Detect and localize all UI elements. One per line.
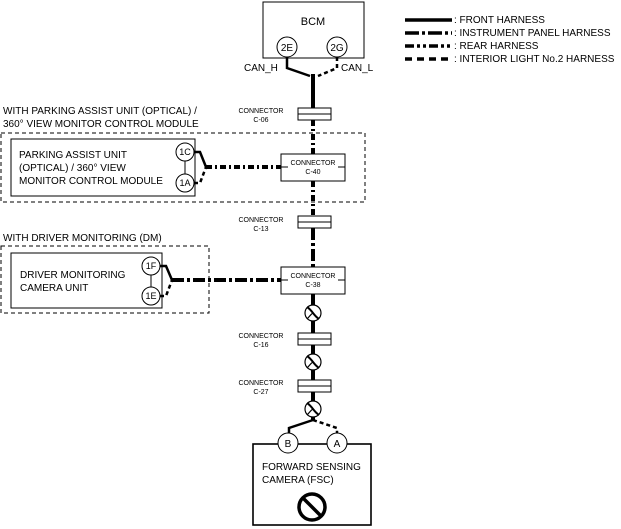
svg-text:CONNECTOR: CONNECTOR [291, 160, 336, 167]
svg-text:CONNECTOR: CONNECTOR [239, 108, 284, 115]
svg-text:C-13: C-13 [253, 226, 268, 233]
forward-sensing-camera: B A FORWARD SENSING CAMERA (FSC) [252, 432, 372, 526]
svg-text:1E: 1E [145, 291, 156, 301]
can-l-label: CAN_L [341, 63, 374, 74]
legend-instrument: : INSTRUMENT PANEL HARNESS [454, 28, 611, 39]
connector-c27: CONNECTOR C-27 [239, 379, 332, 396]
legend-interior: : INTERIOR LIGHT No.2 HARNESS [454, 54, 615, 65]
parking-assist-unit: PARKING ASSIST UNIT (OPTICAL) / 360° VIE… [10, 138, 196, 197]
svg-text:MONITOR CONTROL MODULE: MONITOR CONTROL MODULE [19, 176, 163, 187]
twisted-pair-icon [304, 304, 322, 322]
connector-c16: CONNECTOR C-16 [239, 332, 332, 349]
dm-group-label: WITH DRIVER MONITORING (DM) [3, 233, 162, 244]
svg-text:CONNECTOR: CONNECTOR [239, 217, 284, 224]
connector-c40: CONNECTOR C-40 [280, 153, 346, 182]
svg-text:B: B [285, 439, 292, 450]
svg-text:C-27: C-27 [253, 389, 268, 396]
svg-text:C-06: C-06 [253, 117, 268, 124]
svg-text:2G: 2G [330, 43, 344, 54]
twisted-pair-icon [304, 400, 322, 418]
svg-text:C-38: C-38 [305, 282, 320, 289]
svg-text:2E: 2E [281, 43, 294, 54]
legend: : FRONT HARNESS : INSTRUMENT PANEL HARNE… [405, 15, 615, 65]
svg-text:FORWARD SENSING: FORWARD SENSING [262, 462, 361, 473]
svg-text:C-40: C-40 [305, 169, 320, 176]
svg-text:PARKING ASSIST UNIT: PARKING ASSIST UNIT [19, 150, 127, 161]
svg-text:A: A [334, 439, 341, 450]
can-h-label: CAN_H [244, 63, 278, 74]
svg-text:1C: 1C [179, 147, 191, 157]
legend-front: : FRONT HARNESS [454, 15, 545, 26]
twisted-pair-icon [304, 353, 322, 371]
svg-text:CONNECTOR: CONNECTOR [291, 273, 336, 280]
legend-rear: : REAR HARNESS [454, 41, 539, 52]
connector-c13: CONNECTOR C-13 [239, 215, 332, 233]
bcm-block: BCM 2E 2G [262, 1, 365, 59]
connector-c38: CONNECTOR C-38 [280, 266, 346, 295]
prohibition-icon [297, 492, 327, 522]
parking-group-label-1: WITH PARKING ASSIST UNIT (OPTICAL) / [3, 106, 197, 117]
svg-text:CONNECTOR: CONNECTOR [239, 333, 284, 340]
connector-c06: CONNECTOR C-06 [239, 107, 332, 124]
parking-group-box [0, 132, 366, 203]
driver-monitoring-camera-unit: DRIVER MONITORING CAMERA UNIT 1F 1E [10, 252, 163, 309]
svg-text:1A: 1A [179, 178, 190, 188]
svg-text:(OPTICAL) / 360° VIEW: (OPTICAL) / 360° VIEW [19, 163, 126, 174]
fsc-pin-b [277, 432, 299, 454]
svg-text:CONNECTOR: CONNECTOR [239, 380, 284, 387]
svg-text:DRIVER MONITORING: DRIVER MONITORING [20, 270, 126, 281]
svg-text:1F: 1F [146, 261, 157, 271]
svg-text:C-16: C-16 [253, 342, 268, 349]
parking-group-label-2: 360° VIEW MONITOR CONTROL MODULE [3, 119, 199, 130]
svg-text:CAMERA (FSC): CAMERA (FSC) [262, 475, 334, 486]
svg-text:CAMERA UNIT: CAMERA UNIT [20, 283, 88, 294]
fsc-pin-a [326, 432, 348, 454]
bcm-label: BCM [301, 16, 325, 28]
